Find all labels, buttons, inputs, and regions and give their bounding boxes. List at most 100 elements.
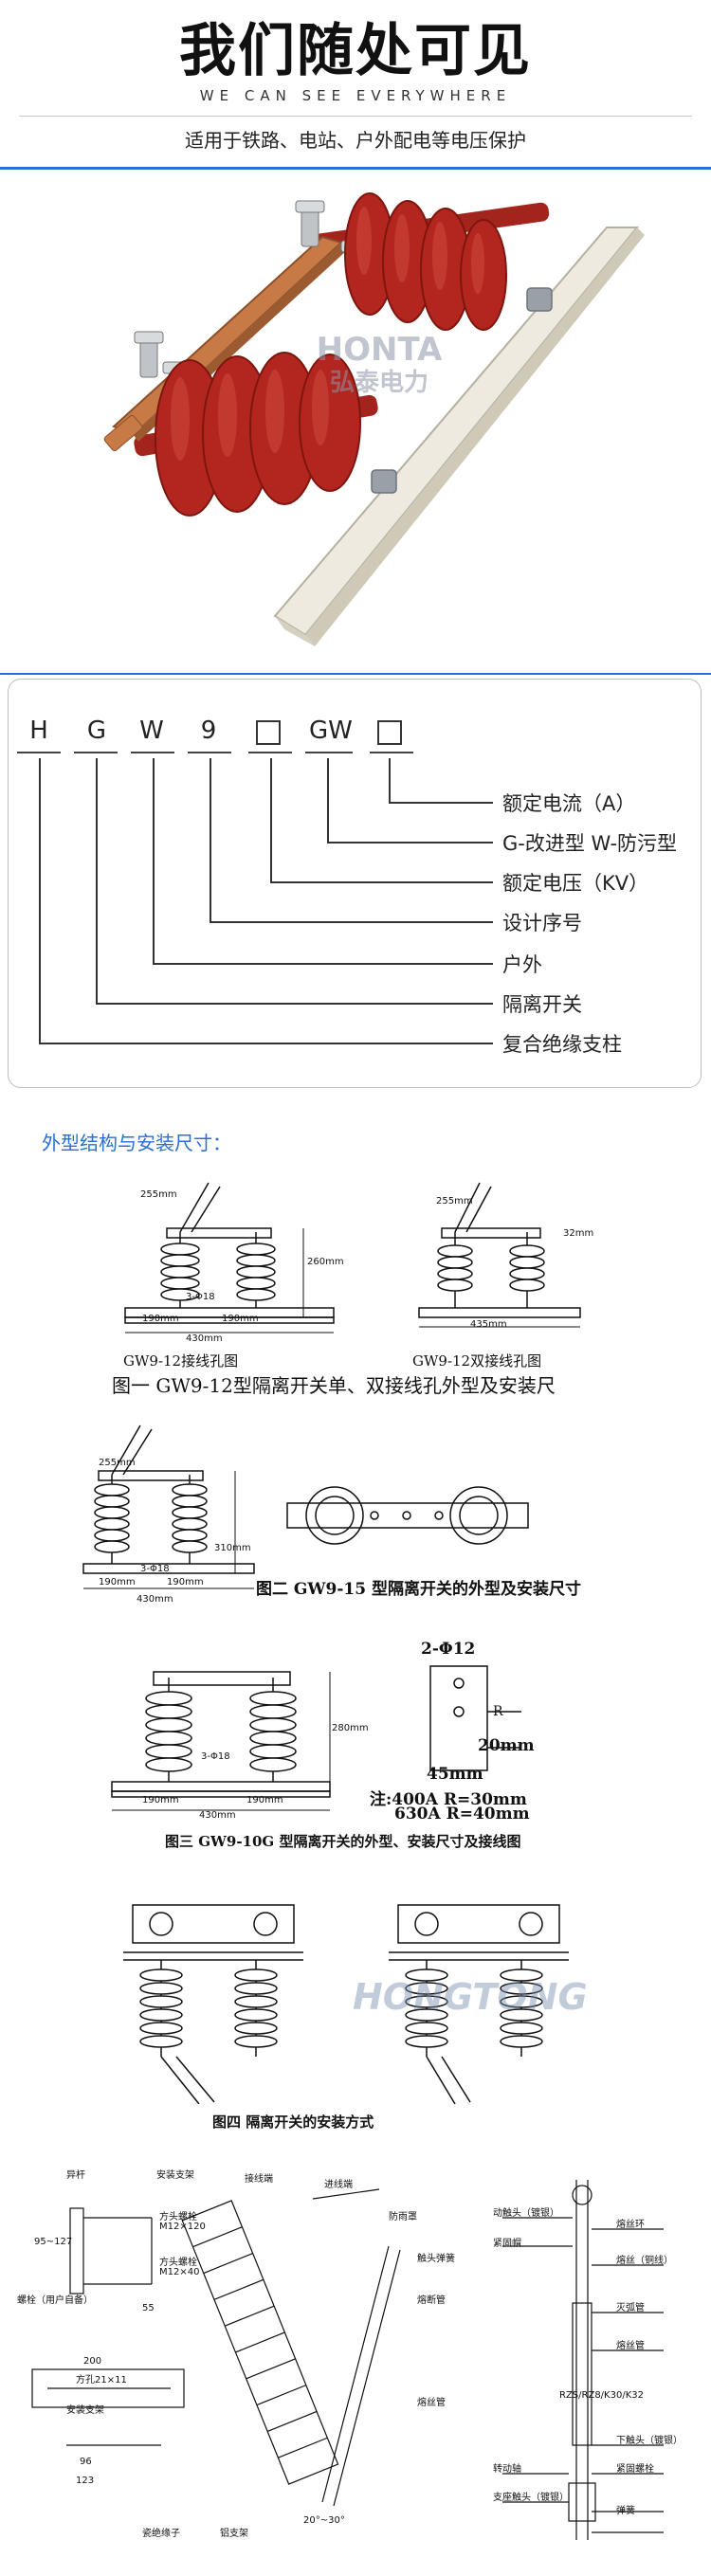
fig3-dim-190b: 190mm xyxy=(246,1795,283,1805)
leader-line xyxy=(96,758,98,1005)
leader-line xyxy=(210,758,211,923)
photo-watermark-cn: 弘泰电力 xyxy=(330,369,428,397)
section-title-dimensions: 外型结构与安装尺寸： xyxy=(42,1132,231,1154)
fig5-label: 异杆 xyxy=(66,2170,85,2181)
fig5-label: 95~127 xyxy=(34,2237,73,2247)
fig5-label: 20°~30° xyxy=(303,2515,345,2526)
fig2-dim-430: 430mm xyxy=(137,1594,173,1605)
fig3-caption: 图三 GW9-10G 型隔离开关的外型、安装尺寸及接线图 xyxy=(165,1833,521,1850)
fig3-note-630: 630A R=40mm xyxy=(394,1805,530,1823)
code-underline xyxy=(17,752,61,753)
fig1-sub-right: GW9-12双接线孔图 xyxy=(412,1352,542,1370)
blue-divider-top xyxy=(0,167,711,170)
fig3-dim-20: 20mm xyxy=(478,1736,535,1755)
fig5-label: 123 xyxy=(76,2476,95,2486)
fig5-label: 安装支架 xyxy=(66,2405,104,2416)
fig1-right-dim-255: 255mm xyxy=(436,1196,473,1206)
product-photo: HONTA 弘泰电力 xyxy=(103,192,645,646)
fig5-label: 紧固帽 xyxy=(493,2239,521,2249)
leader-line xyxy=(153,758,155,965)
label-rated-voltage: 额定电压（KV） xyxy=(502,872,649,895)
fig5-label: 支座触头（镀银） xyxy=(493,2493,569,2503)
fig5-label: RZS/RZ8/K30/K32 xyxy=(559,2390,644,2401)
fig2-dim-190b: 190mm xyxy=(167,1577,204,1587)
fig5-label: 200 xyxy=(83,2356,102,2367)
fig5-label: 方头螺栓 xyxy=(159,2258,197,2268)
fig5-label: 熔丝管 xyxy=(417,2398,446,2408)
fig5-label: 安装支架 xyxy=(156,2170,194,2181)
fig5-label: 瓷绝缘子 xyxy=(142,2529,180,2539)
fig5-label: 触头弹簧 xyxy=(417,2254,455,2264)
fig3-dim-280: 280mm xyxy=(332,1723,369,1733)
fig2-dim-255: 255mm xyxy=(99,1458,136,1468)
code-char-9: 9 xyxy=(200,717,217,745)
fig5-label: 熔断管 xyxy=(417,2295,446,2306)
bracket-bolts xyxy=(371,287,553,494)
blue-divider-mid xyxy=(0,673,711,675)
fig3-dim-190a: 190mm xyxy=(142,1795,179,1805)
label-isolating-switch: 隔离开关 xyxy=(502,993,582,1016)
code-underline xyxy=(131,752,174,753)
label-design-number: 设计序号 xyxy=(502,912,582,934)
fig5-installation-drawings xyxy=(31,2180,664,2540)
code-char-g: G xyxy=(86,717,107,745)
fig3-terminal-drawing xyxy=(429,1665,521,1771)
fig1-left-dim-255: 255mm xyxy=(140,1189,177,1200)
fig1-right-dim-435: 435mm xyxy=(470,1319,507,1330)
fig5-label: 55 xyxy=(142,2303,155,2313)
fig5-label: 熔丝（铜线） xyxy=(616,2256,673,2266)
leader-line xyxy=(270,881,493,883)
code-char-gw: GW xyxy=(309,717,353,745)
fig5-label: 96 xyxy=(80,2457,92,2467)
fig5-label: 动触头（镀银） xyxy=(493,2208,559,2219)
code-underline xyxy=(370,752,413,753)
leader-line xyxy=(270,758,272,883)
fig5-label: M12×120 xyxy=(159,2222,206,2232)
fig1-left-dim-holes: 3-Φ18 xyxy=(186,1292,215,1302)
code-underline xyxy=(248,752,292,753)
fig4-watermark: HONGTONG xyxy=(353,1976,588,2018)
back-insulator-highlight xyxy=(356,207,484,294)
page-title: 我们随处可见 xyxy=(179,18,532,84)
fig3-dim-holes: 3-Φ18 xyxy=(201,1751,230,1762)
page-subtitle: WE CAN SEE EVERYWHERE xyxy=(199,87,512,104)
fig2-dim-310: 310mm xyxy=(214,1543,251,1553)
fig5-label: 熔丝管 xyxy=(616,2341,645,2351)
fig1-left-dim-190a: 190mm xyxy=(142,1314,179,1324)
fig3-hole-label: 2-Φ12 xyxy=(421,1640,476,1659)
fig1-sub-left: GW9-12接线孔图 xyxy=(123,1352,239,1370)
fig2-caption: 图二 GW9-15 型隔离开关的外型及安装尺寸 xyxy=(256,1580,581,1599)
fig5-label: 方头螺栓 xyxy=(159,2212,197,2222)
fig2-top-view xyxy=(286,1486,529,1545)
label-improved-type: G-改进型 W-防污型 xyxy=(502,832,678,855)
fig1-right-dim-32: 32mm xyxy=(563,1228,594,1239)
fig4-caption: 图四 隔离开关的安装方式 xyxy=(212,2113,374,2131)
leader-line xyxy=(327,758,329,844)
fig5-label: 防雨罩 xyxy=(389,2212,417,2222)
fig5-label: 紧固螺栓 xyxy=(616,2464,654,2475)
code-underline xyxy=(188,752,231,753)
photo-watermark-brand: HONTA xyxy=(317,331,443,369)
fig5-label: 灭弧管 xyxy=(616,2303,645,2313)
fig3-r-label: R xyxy=(493,1704,503,1719)
label-composite-insulator: 复合绝缘支柱 xyxy=(502,1033,622,1056)
leader-line xyxy=(39,758,41,1044)
fig4-mounting-drawings xyxy=(123,1904,569,2104)
fig2-dim-holes: 3-Φ18 xyxy=(140,1564,170,1574)
label-rated-current: 额定电流（A） xyxy=(502,792,636,815)
code-voltage-box xyxy=(256,720,281,745)
code-char-h: H xyxy=(29,717,48,745)
fig2-side-drawing xyxy=(82,1424,255,1589)
leader-line xyxy=(153,963,493,965)
fig5-label: 下触头（镀银） xyxy=(616,2436,683,2446)
fig1-left-dim-260: 260mm xyxy=(307,1257,344,1267)
leader-line xyxy=(327,842,493,844)
fig3-note-400: 注:400A R=30mm xyxy=(370,1790,527,1809)
fig5-label: M12×40 xyxy=(159,2267,200,2277)
fig3-dim-45: 45mm xyxy=(427,1765,483,1784)
label-outdoor: 户外 xyxy=(502,953,542,976)
fig1-caption: 图一 GW9-12型隔离开关单、双接线孔外型及安装尺 xyxy=(112,1374,556,1397)
fig5-label: 进线端 xyxy=(324,2180,353,2190)
fig5-label: 转动轴 xyxy=(493,2464,521,2475)
code-current-box xyxy=(377,720,402,745)
